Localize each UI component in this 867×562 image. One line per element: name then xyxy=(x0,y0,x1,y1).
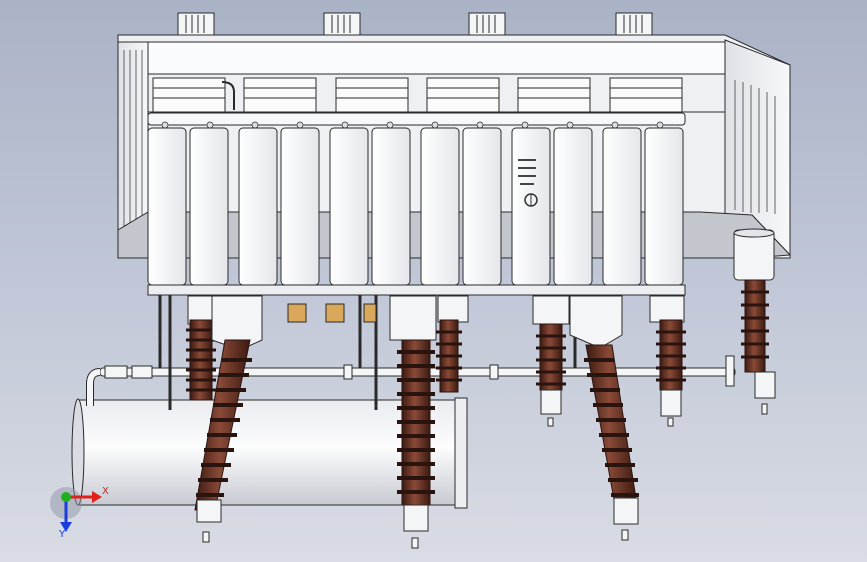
flange-rail xyxy=(147,112,686,129)
junction-boxes xyxy=(287,303,377,323)
cover-panel-5 xyxy=(329,127,369,286)
cylinder-6 xyxy=(609,77,683,113)
triad-y-label: Y xyxy=(59,529,66,540)
cover-panel-11 xyxy=(602,127,642,286)
cylinder-4 xyxy=(426,77,500,113)
vent-3 xyxy=(468,12,506,36)
cover-panel-2 xyxy=(189,127,229,286)
cover-panel-10 xyxy=(553,127,593,286)
bushing-3 xyxy=(389,295,437,549)
cover-panels xyxy=(147,127,686,296)
bushing-6 xyxy=(569,295,639,541)
bushing-8 xyxy=(733,228,776,415)
bushing-4 xyxy=(436,295,469,393)
cover-panel-4 xyxy=(280,127,320,286)
cylinder-3 xyxy=(335,77,409,113)
vent-2 xyxy=(323,12,361,36)
bushing-2 xyxy=(194,295,263,543)
bushing-5 xyxy=(532,295,570,427)
vent-1 xyxy=(177,12,215,36)
nameplate xyxy=(518,159,538,207)
vent-4 xyxy=(615,12,653,36)
bushing-7 xyxy=(649,295,686,427)
cylinder-5 xyxy=(517,77,591,113)
cover-panel-6 xyxy=(371,127,411,286)
cylinder-2 xyxy=(243,77,317,113)
cylinder-1 xyxy=(152,77,226,113)
cover-panel-1 xyxy=(147,127,187,286)
triad-x-label: X xyxy=(102,486,109,497)
coordinate-triad xyxy=(50,487,102,532)
top-vents xyxy=(177,12,653,36)
cover-panel-7 xyxy=(420,127,460,286)
upper-cylinders xyxy=(152,77,683,113)
cover-panel-3 xyxy=(238,127,278,286)
cover-panel-12 xyxy=(644,127,684,286)
cover-panel-8 xyxy=(462,127,502,286)
